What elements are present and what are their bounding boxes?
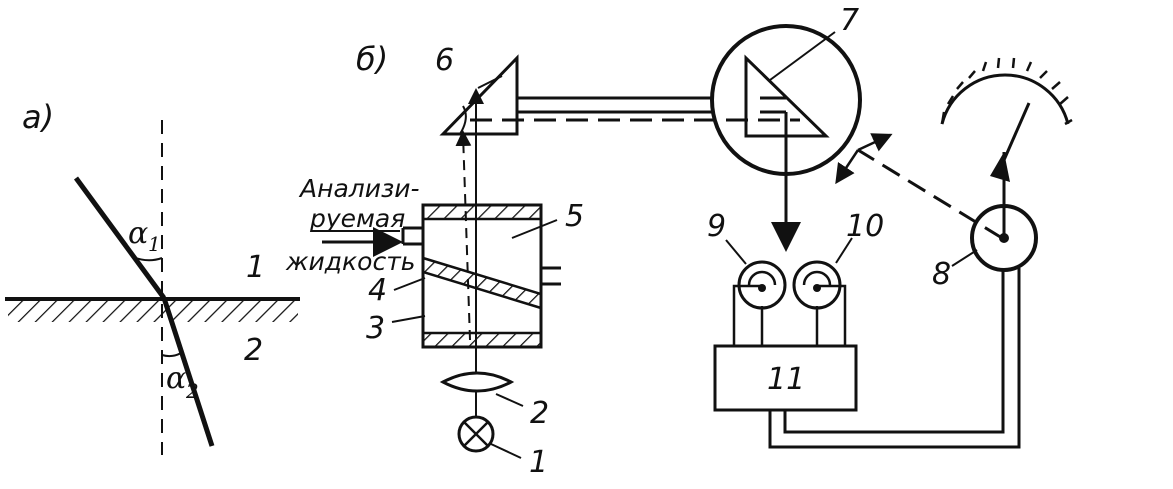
- label-chamber-5: 5: [565, 199, 584, 234]
- panel-b-label: б): [356, 40, 388, 78]
- photocell-wiring: [732, 284, 847, 346]
- servo-wiring: [768, 268, 1021, 449]
- input-label-line-2: руемая: [309, 204, 405, 233]
- rotation-arrow-2: [835, 149, 860, 185]
- medium-2-label: 2: [244, 333, 263, 368]
- label-amplifier-11: 11: [767, 362, 805, 397]
- label-servo-8: 8: [932, 257, 951, 292]
- label-lens-2: 2: [530, 396, 549, 431]
- input-label-line-3: жидкость: [285, 247, 416, 276]
- alpha-2-symbol: α: [166, 361, 186, 396]
- refracted-beam: [455, 130, 472, 341]
- alpha-1-symbol: α: [128, 216, 148, 251]
- leader-lines: [391, 31, 978, 459]
- incident-ray: [73, 176, 167, 300]
- lamp-1: [457, 415, 495, 453]
- prism-6: [439, 54, 519, 136]
- angle-arc-1: [132, 256, 163, 262]
- label-prism-7: 7: [840, 3, 859, 38]
- refracted-ray: [161, 297, 215, 447]
- label-lamp-1: 1: [529, 445, 548, 480]
- label-photocell-10: 10: [846, 209, 884, 244]
- label-photocell-9: 9: [707, 209, 726, 244]
- cuvette: [401, 203, 561, 349]
- rotation-arrow-1: [857, 133, 893, 152]
- alpha-2-subscript: 2: [185, 379, 199, 403]
- panel-a-label: а): [22, 98, 54, 136]
- indicator-meter: [940, 57, 1073, 182]
- label-prism-6: 6: [435, 43, 454, 78]
- lens-2: [439, 371, 515, 393]
- panel-a-refraction: а) α 1 α 2 1 2: [5, 98, 300, 455]
- label-prism-4: 4: [368, 273, 387, 308]
- panel-b-apparatus: б) Анал: [285, 3, 1073, 480]
- medium-1-label: 1: [246, 250, 265, 285]
- input-label-line-1: Анализи-: [298, 174, 420, 203]
- label-cuvette-3: 3: [366, 311, 385, 346]
- interface-hatching: [8, 300, 298, 322]
- angle-arc-2: [161, 352, 182, 358]
- alpha-1-subscript: 1: [148, 232, 161, 256]
